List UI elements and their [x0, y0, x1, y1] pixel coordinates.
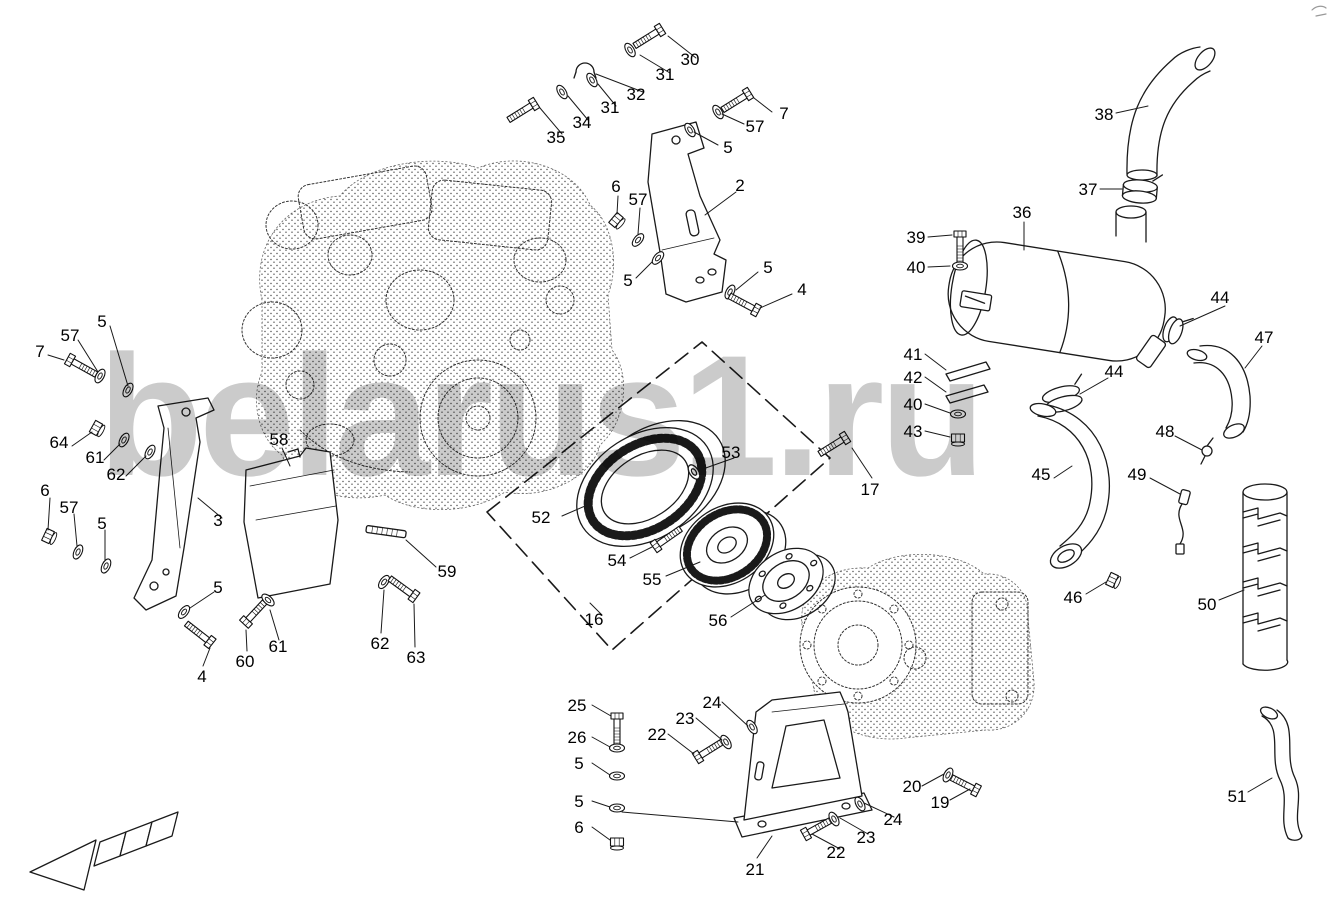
- pipe-clamp-right-illustration: [1162, 316, 1194, 345]
- drive-gear-illustration: [679, 502, 787, 595]
- fitting-illustration: [1200, 437, 1214, 465]
- clamp-32-illustration: [573, 62, 597, 79]
- exhaust-pipe-illustration: [1126, 46, 1216, 181]
- heat-shield-illustration: [1242, 483, 1289, 671]
- muffler-illustration: [947, 205, 1167, 369]
- engine-illustration: [241, 160, 624, 511]
- shield-plate-illustration: [243, 447, 339, 599]
- direction-arrow-icon: [29, 811, 179, 891]
- elbow-pipe-illustration: [1029, 402, 1110, 569]
- bracket-upper-illustration: [647, 121, 727, 303]
- kit-boundary-box: [486, 341, 831, 651]
- strap-illustration: [945, 361, 991, 404]
- hub-flange-illustration: [748, 547, 836, 621]
- drain-hose-illustration: [1259, 706, 1303, 841]
- transmission-illustration: [799, 554, 1035, 740]
- stud-illustration: [365, 525, 407, 539]
- sensor-illustration: [1175, 489, 1191, 555]
- bracket-lower-illustration: [733, 691, 873, 838]
- corner-logo-icon: [1311, 5, 1327, 17]
- bracket-left-illustration: [133, 397, 215, 611]
- exhaust-clamp-illustration: [1121, 174, 1164, 204]
- intake-pipe-illustration: [1186, 344, 1251, 439]
- leader-lines: [47, 35, 1273, 859]
- ring-gear-illustration: [576, 419, 726, 548]
- washer-53-illustration: [687, 464, 701, 480]
